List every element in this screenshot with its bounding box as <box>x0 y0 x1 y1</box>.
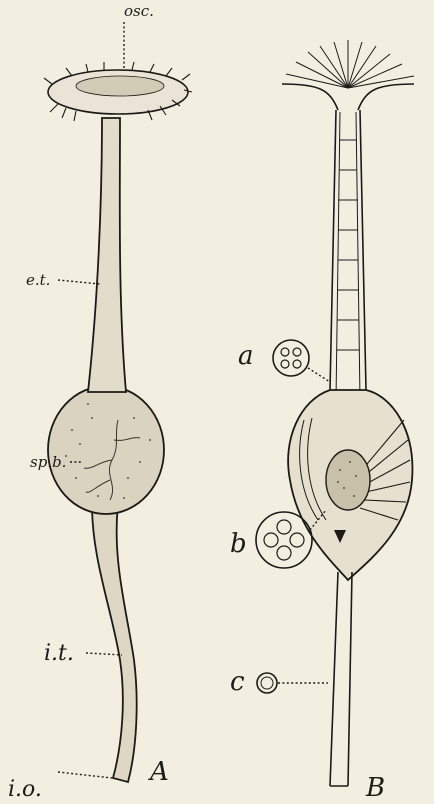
funnel-rays <box>286 40 414 88</box>
leader-et <box>58 280 100 284</box>
label-osculum: osc. <box>124 2 154 20</box>
label-section-b: b <box>230 529 247 559</box>
leader-it <box>86 653 122 655</box>
label-inhalant-tube: i.t. <box>44 641 74 666</box>
osculum-cap-inner <box>76 76 164 96</box>
cross-section-a <box>273 340 309 376</box>
figure-a-drawing: osc. e.t. sp.b. i.t. i.o. A <box>8 2 192 802</box>
label-exhalant-tube: e.t. <box>26 271 50 289</box>
canal-a4 <box>293 360 301 368</box>
central-mass <box>326 450 370 510</box>
label-sporangial-body: sp.b. <box>30 453 66 471</box>
canal-b1 <box>264 533 278 547</box>
canal-b2 <box>290 533 304 547</box>
label-section-a: a <box>238 341 254 371</box>
leader-io <box>58 772 112 778</box>
lower-tube <box>330 572 352 786</box>
canal-a1 <box>281 348 289 356</box>
stalk-inner-wall <box>336 112 360 400</box>
figure-b-drawing: a b c B <box>230 40 414 803</box>
inhalant-tube-shape <box>92 505 137 782</box>
panel-label-b: B <box>365 773 385 803</box>
label-inhalant-opening: i.o. <box>8 777 42 802</box>
canal-a3 <box>281 360 289 368</box>
stalk-segments <box>337 140 359 350</box>
canal-b4 <box>277 546 291 560</box>
canal-b3 <box>277 520 291 534</box>
label-section-c: c <box>230 667 245 697</box>
stalk-outer-wall <box>330 110 366 390</box>
sporangial-body-shape <box>48 386 164 514</box>
panel-label-a: A <box>148 757 169 787</box>
exhalant-tube-shape <box>88 118 126 392</box>
leader-a <box>308 368 330 382</box>
cross-section-c-lumen <box>261 677 273 689</box>
canal-a2 <box>293 348 301 356</box>
cross-section-c <box>257 673 277 693</box>
